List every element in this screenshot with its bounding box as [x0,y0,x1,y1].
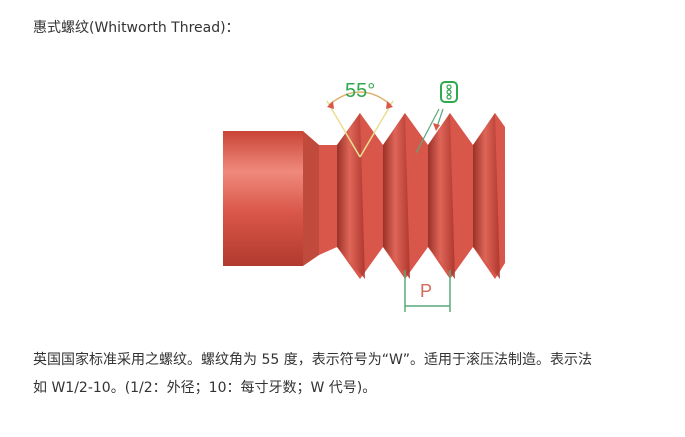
pointer-arrows [412,108,444,159]
angle-label: 55° [345,80,375,102]
bolt-shaft [223,131,319,266]
pitch-dimension: P [404,270,451,312]
whitworth-thread-illustration: 55° P [215,65,515,325]
thread-symbol-icon [440,81,458,103]
description-paragraph: 英国国家标准采用之螺纹。螺纹角为 55 度，表示符号为“W”。适用于滚压法制造。… [33,346,673,402]
description-line-1: 英国国家标准采用之螺纹。螺纹角为 55 度，表示符号为“W”。适用于滚压法制造。… [33,352,593,368]
section-heading: 惠式螺纹(Whitworth Thread)： [33,20,240,36]
thread-angle-indicator: 55° [326,80,394,158]
thread-profile [319,113,505,279]
description-line-2: 如 W1/2-10。(1/2：外径；10：每寸牙数；W 代号)。 [33,380,377,396]
pitch-label: P [420,281,432,301]
